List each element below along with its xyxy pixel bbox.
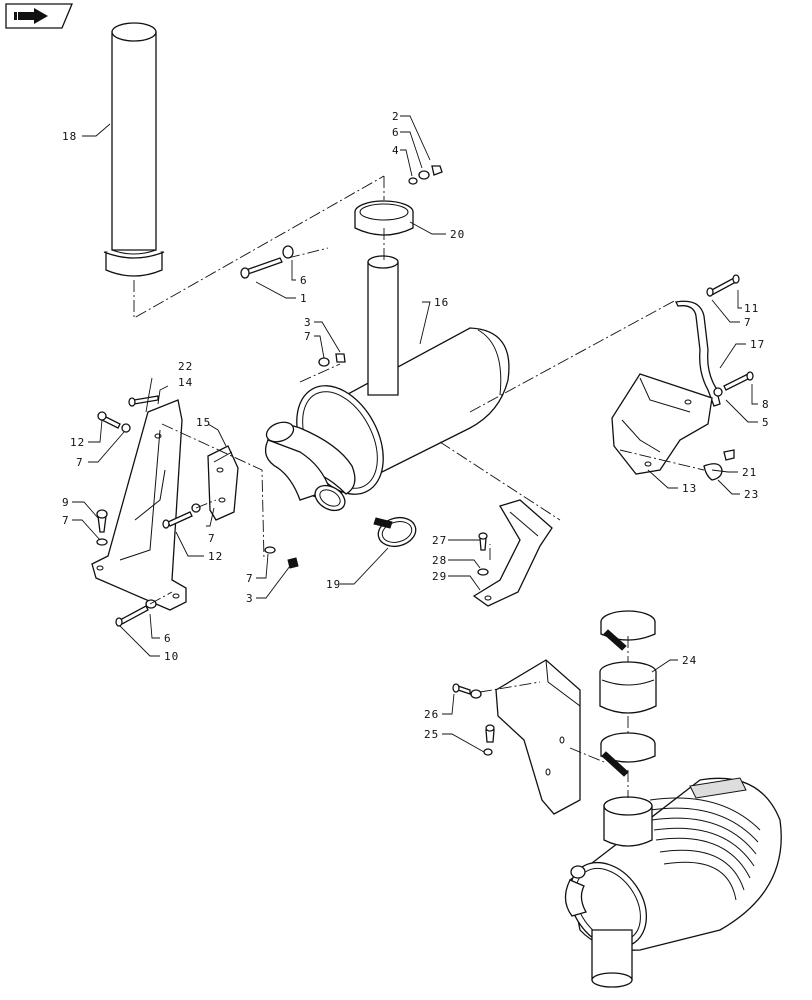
- callout-7: 7: [304, 330, 312, 343]
- bracket-29: [472, 499, 553, 607]
- callout-2: 2: [392, 110, 400, 123]
- callout-20: 20: [450, 228, 465, 241]
- hose-clamp: [373, 516, 417, 548]
- tail-pipe: [103, 22, 165, 277]
- callout-7: 7: [76, 456, 84, 469]
- leader-lines: [72, 115, 758, 753]
- callout-18: 18: [62, 130, 77, 143]
- callout-22: 22: [178, 360, 193, 373]
- callout-12: 12: [70, 436, 85, 449]
- callout-15: 15: [196, 416, 211, 429]
- bolt-1: [240, 245, 294, 279]
- washer-nut-stack-top: [408, 165, 443, 185]
- nut-washer-3-7-upper: [318, 353, 346, 367]
- pipe-clamp-top: [354, 200, 414, 236]
- muffler: [264, 255, 510, 512]
- callout-3: 3: [246, 592, 254, 605]
- callout-7: 7: [62, 514, 70, 527]
- air-cleaner-assembly: [564, 777, 782, 988]
- left-fasteners: [96, 395, 299, 627]
- support-bracket-14: [91, 399, 187, 611]
- callout-26: 26: [424, 708, 439, 721]
- callout-7: 7: [208, 532, 216, 545]
- callout-19: 19: [326, 578, 341, 591]
- callout-23: 23: [744, 488, 759, 501]
- callout-27: 27: [432, 534, 447, 547]
- callout-24: 24: [682, 654, 697, 667]
- mount-plate-15: [207, 445, 239, 521]
- callout-6: 6: [392, 126, 400, 139]
- callout-9: 9: [62, 496, 70, 509]
- callout-7: 7: [744, 316, 752, 329]
- callout-6: 6: [300, 274, 308, 287]
- callout-29: 29: [432, 570, 447, 583]
- callout-16: 16: [434, 296, 449, 309]
- callout-3: 3: [304, 316, 312, 329]
- hanger-rod-17: [675, 274, 754, 407]
- hose-clamp-24-top: [600, 610, 656, 651]
- callout-7: 7: [246, 572, 254, 585]
- callout-12: 12: [208, 550, 223, 563]
- callout-14: 14: [178, 376, 193, 389]
- callout-21: 21: [742, 466, 757, 479]
- rubber-sleeve-24: [599, 661, 657, 714]
- center-lines: [133, 175, 705, 798]
- callout-11: 11: [744, 302, 759, 315]
- callout-4: 4: [392, 144, 400, 157]
- mounting-plate-air-cleaner: [452, 659, 581, 815]
- mount-bracket-13: [611, 373, 713, 475]
- callout-17: 17: [750, 338, 765, 351]
- callout-13: 13: [682, 482, 697, 495]
- hose-clamp-24-bottom: [600, 732, 656, 777]
- callout-1: 1: [300, 292, 308, 305]
- callout-5: 5: [762, 416, 770, 429]
- callout-8: 8: [762, 398, 770, 411]
- callout-labels: 18 2 6 4 20 6 1 16 3 7 11 7 17 8 5 22 14…: [62, 110, 770, 741]
- clip-21-23: [703, 449, 735, 481]
- callout-6: 6: [164, 632, 172, 645]
- callout-10: 10: [164, 650, 179, 663]
- callout-25: 25: [424, 728, 439, 741]
- next-page-arrow-icon[interactable]: [5, 3, 73, 29]
- callout-28: 28: [432, 554, 447, 567]
